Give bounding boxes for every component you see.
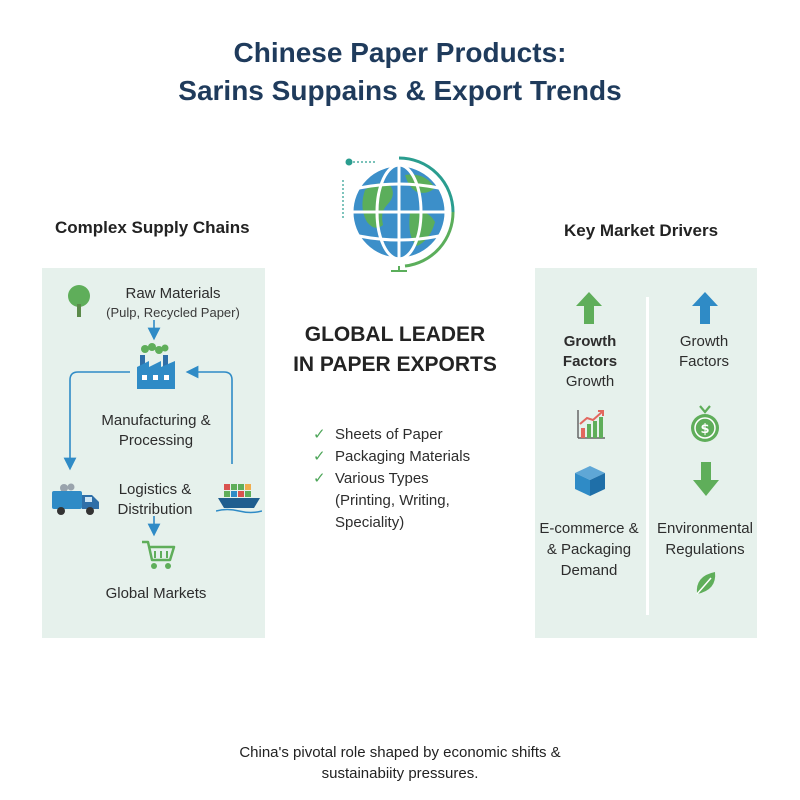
manufacturing-label-2: Processing: [118, 432, 194, 449]
tree-icon: [68, 285, 90, 317]
footer-line-2: sustainabiity pressures.: [321, 765, 479, 782]
page-title: Chinese Paper Products: Sarins Suppains …: [0, 34, 800, 110]
center-heading-line-1: GLOBAL LEADER: [304, 323, 486, 346]
logistics-label-2: Distribution: [117, 501, 193, 518]
list-item-sub: Speciality): [313, 512, 503, 534]
ecommerce-label-1: E-commerce &: [539, 520, 639, 537]
list-item-sub: (Printing, Writing,: [313, 490, 503, 512]
money-icon: $: [691, 405, 719, 442]
list-item: ✓ Sheets of Paper: [313, 424, 503, 446]
truck-icon: [52, 483, 99, 515]
raw-materials-sub: (Pulp, Recycled Paper): [106, 305, 240, 320]
svg-text:$: $: [700, 422, 709, 437]
ecommerce-label-3: Demand: [560, 562, 618, 579]
center-heading-line-2: IN PAPER EXPORTS: [293, 353, 497, 376]
growth-chart-icon: [577, 410, 605, 439]
growth-factors-label-1: Growth: [563, 333, 617, 350]
global-markets-label: Global Markets: [105, 585, 207, 602]
market-drivers-heading: Key Market Drivers: [564, 221, 719, 240]
center-heading: GLOBAL LEADER IN PAPER EXPORTS: [280, 320, 510, 380]
check-icon: ✓: [313, 426, 326, 443]
column-divider: [646, 297, 649, 615]
supply-chain-arrows: [63, 320, 233, 537]
growth-factors-label-2: Factors: [562, 353, 618, 370]
check-icon: ✓: [313, 448, 326, 465]
footer-caption: China's pivotal role shaped by economic …: [150, 742, 650, 784]
package-box-icon: [575, 466, 605, 496]
title-line-2: Sarins Suppains & Export Trends: [178, 75, 622, 106]
environmental-label-2: Regulations: [665, 541, 745, 558]
list-item: ✓ Packaging Materials: [313, 446, 503, 468]
growth-factors-label-3: Growth: [565, 373, 615, 390]
arrow-up-blue-icon: [692, 292, 718, 324]
ecommerce-label-2: & Packaging: [546, 541, 632, 558]
list-item-sub-1: (Printing, Writing,: [335, 492, 450, 509]
globe-icon: [342, 156, 455, 272]
export-types-list: ✓ Sheets of Paper ✓ Packaging Materials …: [313, 424, 503, 534]
list-item: ✓ Various Types: [313, 468, 503, 490]
title-line-1: Chinese Paper Products:: [233, 37, 567, 68]
environmental-label-1: Environmental: [657, 520, 753, 537]
ship-icon: [216, 484, 262, 514]
leaf-icon: [696, 572, 716, 595]
manufacturing-label-1: Manufacturing &: [101, 412, 211, 429]
logistics-label-1: Logistics &: [118, 481, 192, 498]
list-item-sub-2: Speciality): [335, 514, 405, 531]
check-icon: ✓: [313, 470, 326, 487]
list-item-text: Packaging Materials: [335, 448, 471, 465]
list-item-text: Sheets of Paper: [335, 426, 443, 443]
shopping-cart-icon: [142, 540, 176, 569]
arrow-up-green-icon: [576, 292, 602, 324]
arrow-down-green-icon: [693, 462, 719, 496]
growth-factors-right-2: Factors: [678, 353, 729, 370]
supply-chain-heading: Complex Supply Chains: [55, 218, 250, 237]
raw-materials-label: Raw Materials: [125, 285, 221, 302]
growth-factors-right-1: Growth: [679, 333, 729, 350]
footer-line-1: China's pivotal role shaped by economic …: [239, 744, 561, 761]
factory-icon: [137, 343, 175, 389]
list-item-text: Various Types: [335, 470, 429, 487]
